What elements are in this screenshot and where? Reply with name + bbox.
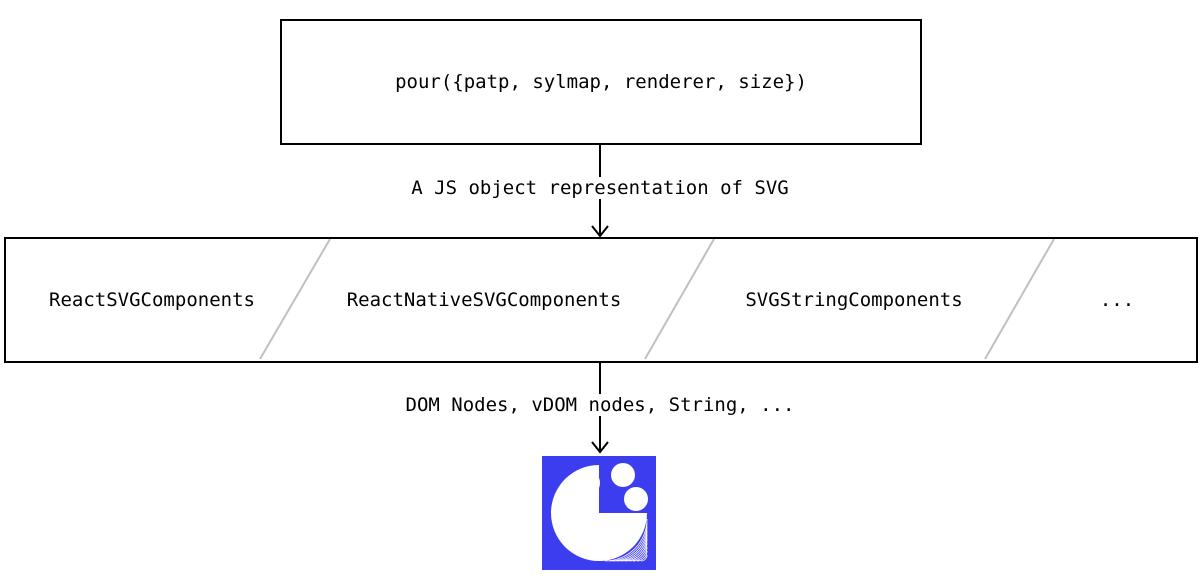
edge-2-label: DOM Nodes, vDOM nodes, String, ...: [0, 394, 1200, 416]
edge-2-arrowhead: [591, 441, 609, 454]
renderer-svg-string: SVGStringComponents: [670, 239, 1038, 361]
renderer-label: ReactSVGComponents: [49, 289, 255, 311]
renderer-label: SVGStringComponents: [745, 289, 963, 311]
pour-function-box: pour({patp, sylmap, renderer, size}): [280, 19, 922, 145]
renderer-label: ...: [1099, 289, 1135, 311]
renderer-react-native-svg: ReactNativeSVGComponents: [298, 239, 670, 361]
sigil-logo-icon: [542, 456, 656, 570]
renderer-strip: ReactSVGComponents ReactNativeSVGCompone…: [4, 237, 1198, 363]
edge-1-label: A JS object representation of SVG: [0, 177, 1200, 199]
renderer-more: ...: [1038, 239, 1196, 361]
renderer-label: ReactNativeSVGComponents: [346, 289, 622, 311]
renderer-react-svg: ReactSVGComponents: [6, 239, 298, 361]
pour-function-signature: pour({patp, sylmap, renderer, size}): [395, 71, 807, 93]
edge-1-arrowhead: [591, 225, 609, 238]
